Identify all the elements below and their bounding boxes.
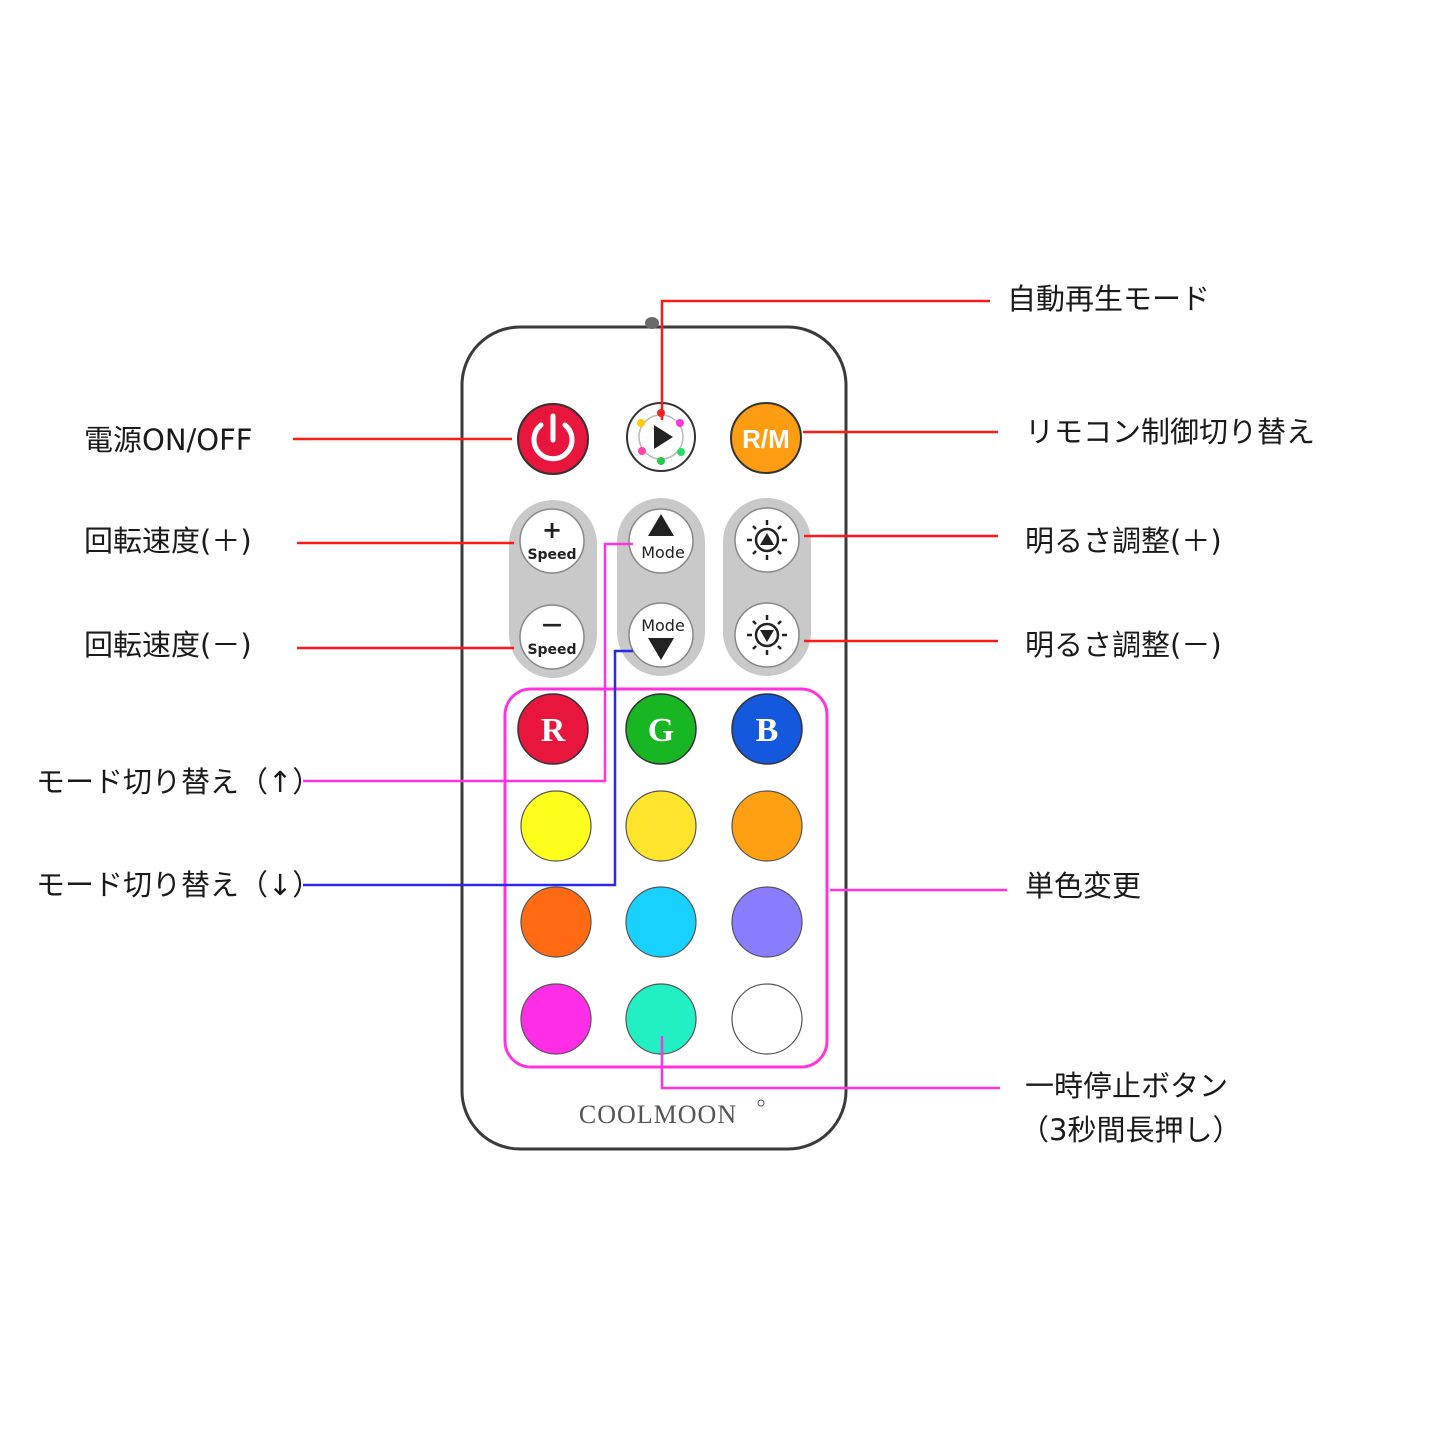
label-speed-up: 回転速度(＋) [84,524,252,558]
brightness-up-button[interactable] [734,507,800,573]
registered-mark [757,1099,765,1107]
label-pause-line2: （3秒間長押し） [1020,1113,1242,1147]
speed-down-button[interactable]: — Speed [519,604,585,670]
line-mode-up [303,542,633,783]
speed-up-button[interactable]: + Speed [519,508,585,574]
triangle-down-icon [648,638,674,660]
red-button[interactable]: R [517,693,589,765]
label-remote-switch: リモコン制御切り替え [1025,415,1316,449]
line-pause [660,1036,1000,1090]
label-bright-up: 明るさ調整(＋) [1025,524,1222,558]
brightness-down-button[interactable] [734,602,800,668]
label-bright-down: 明るさ調整(－) [1025,628,1222,662]
blue-button[interactable]: B [731,693,803,765]
color-button-9[interactable] [731,983,803,1055]
callout-lines [293,299,1007,1090]
rm-button[interactable]: R/M [730,402,802,474]
color-group-outline [503,687,829,1069]
color-button-6[interactable] [731,886,803,958]
label-pause-line1: 一時停止ボタン [1025,1069,1229,1103]
label-power: 電源ON/OFF [84,423,253,457]
label-speed-down: 回転速度(－) [84,628,252,662]
power-icon [531,413,575,462]
mode-up-button[interactable]: Mode [628,508,694,574]
ir-emitter [645,317,659,329]
red-button-label: R [541,712,566,749]
auto-play-button[interactable] [626,402,696,472]
color-button-3[interactable] [731,790,803,862]
mode-down-label: Mode [641,616,685,635]
brand-logo: COOLMOON [579,1100,737,1129]
green-button-label: G [648,712,674,749]
power-button[interactable] [517,403,589,475]
sun-down-icon [747,615,787,655]
color-button-7[interactable] [520,983,592,1055]
rm-label: R/M [742,424,790,454]
speed-minus-symbol: — [542,612,562,636]
blue-button-label: B [756,712,779,749]
color-button-2[interactable] [625,790,697,862]
color-button-1[interactable] [520,790,592,862]
label-auto-play: 自動再生モード [1007,282,1211,316]
color-button-4[interactable] [520,886,592,958]
line-mode-down [303,649,633,887]
green-button[interactable]: G [625,693,697,765]
mode-down-button[interactable]: Mode [628,602,694,668]
color-grid [520,790,803,1055]
line-auto-play [660,299,990,420]
mode-up-label: Mode [641,543,685,562]
label-mode-up: モード切り替え（↑） [36,765,322,799]
label-single-color: 単色変更 [1025,869,1142,903]
sun-up-icon [747,520,787,560]
speed-plus-symbol: + [542,516,562,544]
speed-down-label: Speed [527,642,576,658]
speed-up-label: Speed [527,547,576,563]
color-button-5[interactable] [625,886,697,958]
label-mode-down: モード切り替え（↓） [36,868,322,902]
triangle-up-icon [648,514,674,536]
